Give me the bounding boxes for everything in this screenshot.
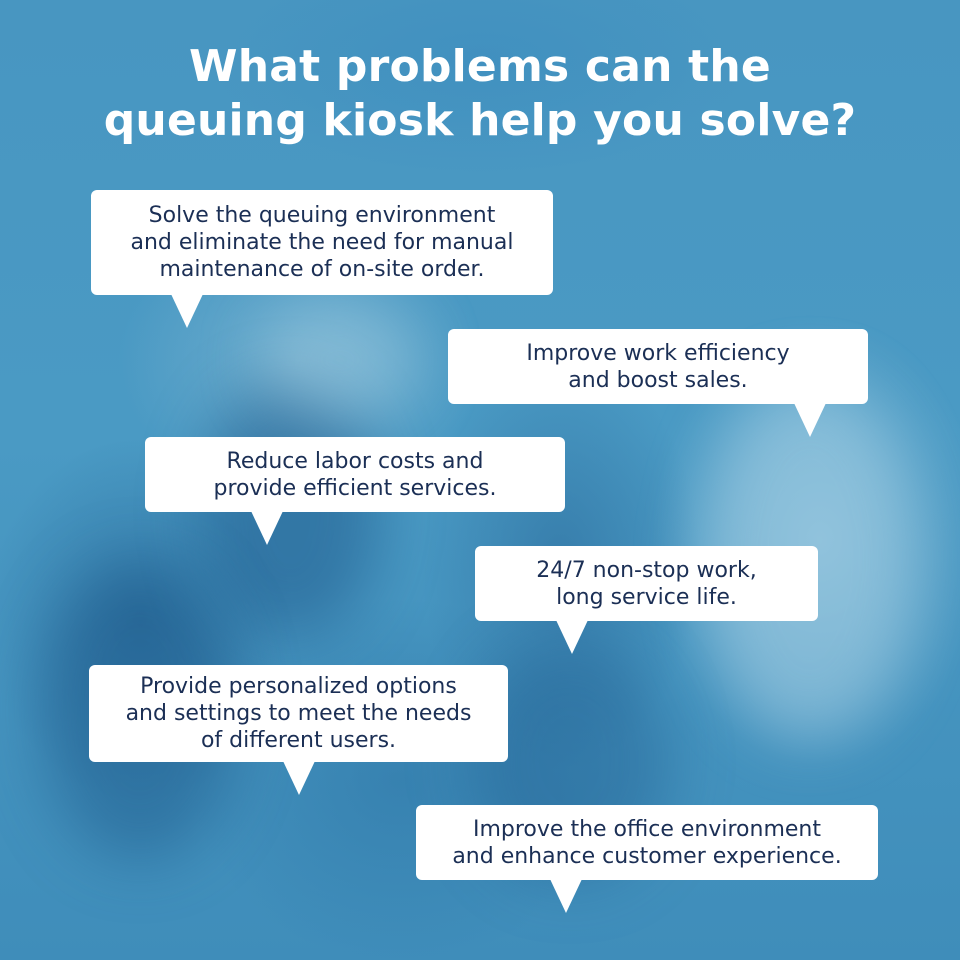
speech-bubble-personalized-options: Provide personalized options and setting… — [89, 665, 508, 795]
speech-bubble-work-efficiency: Improve work efficiency and boost sales. — [448, 329, 868, 437]
bubble-tail — [556, 620, 588, 654]
speech-bubble-nonstop-work: 24/7 non-stop work, long service life. — [475, 546, 818, 654]
page-title: What problems can the queuing kiosk help… — [0, 40, 960, 148]
bubble-tail — [283, 761, 315, 795]
background-figure — [260, 300, 420, 420]
bubble-tail — [794, 403, 826, 437]
bubble-text: Provide personalized options and setting… — [125, 674, 472, 753]
bubble-text: Improve work efficiency and boost sales. — [526, 340, 790, 393]
speech-bubble-office-environment: Improve the office environment and enhan… — [416, 805, 878, 913]
bubble-tail — [251, 511, 283, 545]
bubble-text: Solve the queuing environment and elimin… — [130, 203, 514, 282]
title-line-1: What problems can the — [189, 41, 771, 92]
bubble-text: Reduce labor costs and provide efficient… — [213, 448, 497, 501]
speech-bubble-labor-costs: Reduce labor costs and provide efficient… — [145, 437, 565, 545]
bubble-tail — [550, 879, 582, 913]
bubble-text: Improve the office environment and enhan… — [452, 816, 842, 869]
bubble-tail — [171, 294, 203, 328]
title-line-2: queuing kiosk help you solve? — [103, 95, 857, 146]
bubble-text: 24/7 non-stop work, long service life. — [536, 557, 757, 610]
speech-bubble-queuing-environment: Solve the queuing environment and elimin… — [91, 190, 553, 328]
